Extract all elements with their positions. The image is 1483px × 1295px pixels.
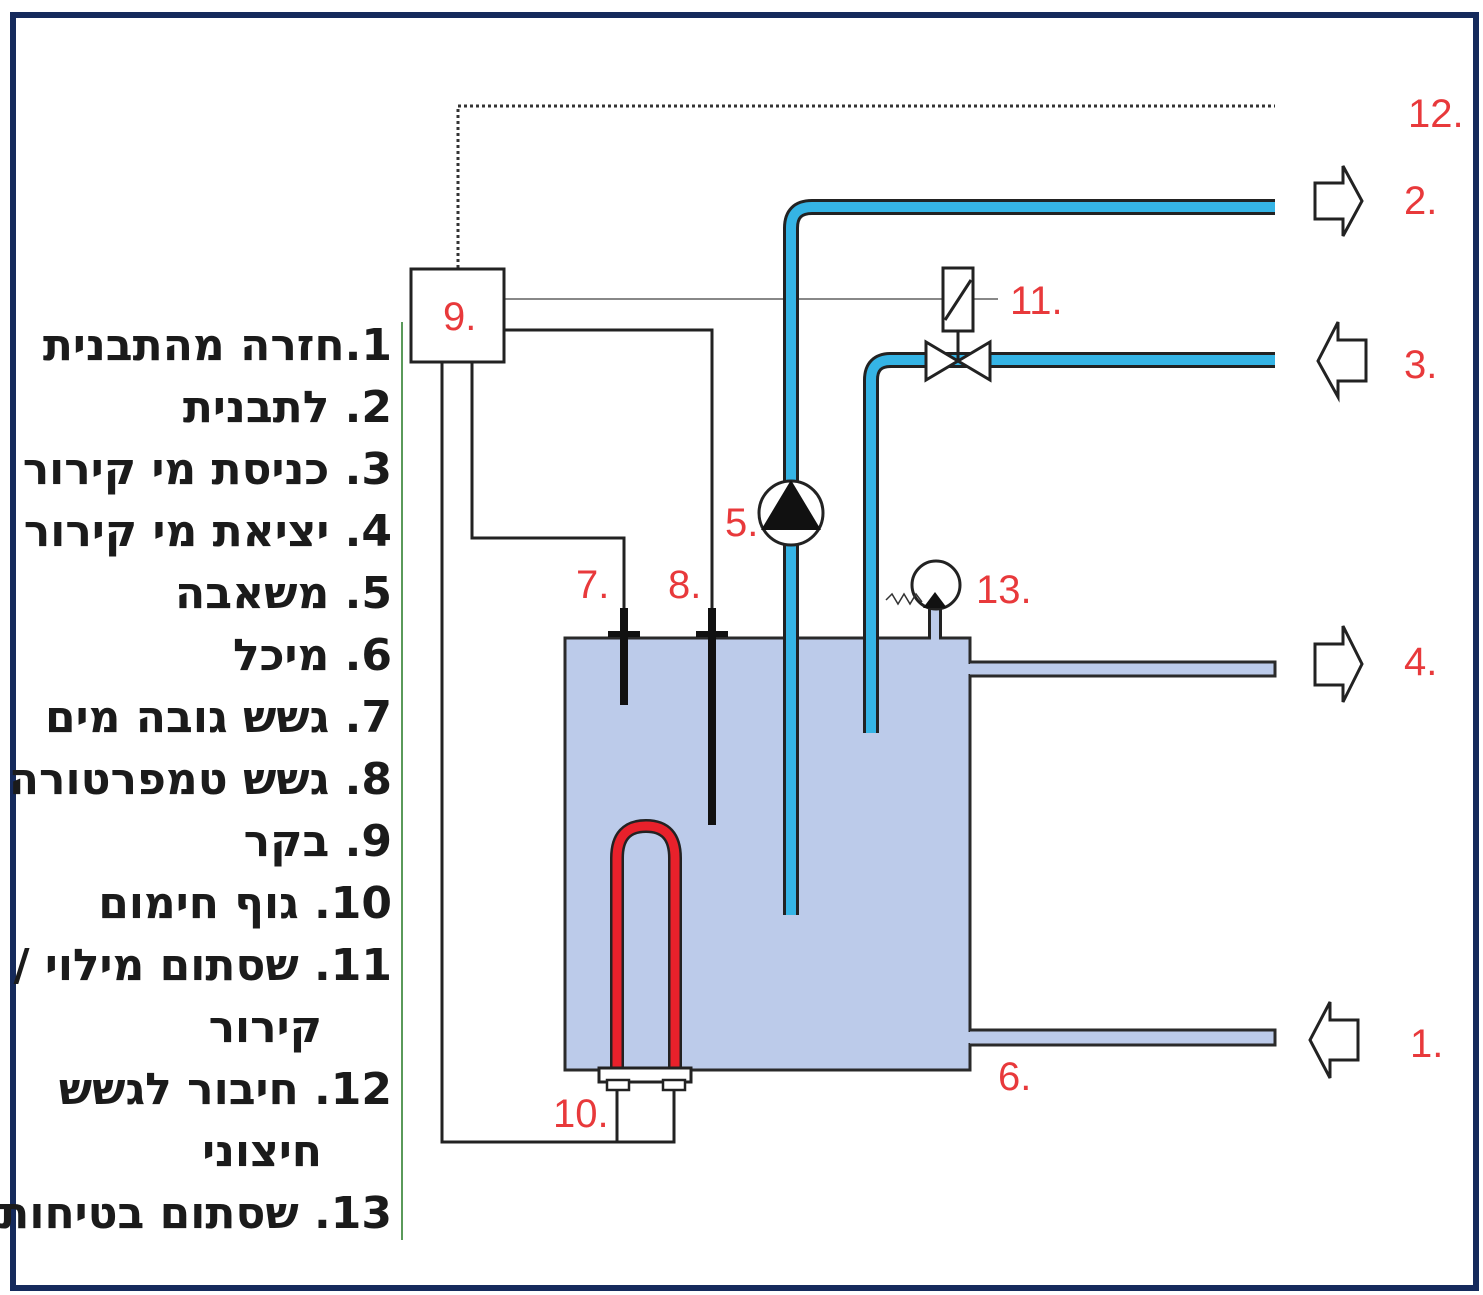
controller-wire-level — [470, 362, 626, 608]
legend-item-9: 9. בקר — [244, 816, 392, 867]
legend-item-3: 3. כניסת מי קירור — [23, 444, 392, 495]
tank — [563, 636, 972, 1072]
valve-body-icon — [924, 339, 992, 383]
legend-item-5: 5. משאבה — [175, 568, 392, 619]
label-7: 7. — [576, 563, 609, 607]
frame-border — [10, 12, 1479, 1291]
label-5: 5. — [725, 501, 758, 545]
external-sensor-line — [456, 104, 1275, 268]
label-3: 3. — [1404, 343, 1437, 387]
solenoid-slash — [943, 279, 973, 321]
label-13: 13. — [976, 568, 1032, 612]
legend-item-13: 13. שסתום בטיחות — [0, 1188, 392, 1239]
heater-element-fill — [612, 821, 680, 1072]
controller-wire-temp — [504, 328, 714, 608]
label-11: 11. — [1010, 279, 1063, 323]
return-pipe-1 — [970, 1028, 1277, 1047]
heater-flange — [597, 1066, 693, 1084]
inlet-pipe-3-fill — [866, 355, 1275, 733]
heater-terminal-right — [661, 1078, 687, 1092]
legend-item-12-cont: חיצוני — [202, 1126, 322, 1177]
label-9: 9. — [443, 295, 476, 339]
label-4: 4. — [1404, 640, 1437, 684]
legend-item-1: 1.חזרה מהתבנית — [43, 320, 392, 371]
label-12: 12. — [1408, 92, 1464, 136]
legend-item-2: 2. לתבנית — [183, 382, 392, 433]
supply-pipe-2-fill — [786, 202, 1275, 915]
legend-item-8: 8. גשש טמפרטורה — [9, 754, 392, 805]
safety-valve-spring-icon — [885, 592, 923, 606]
arrow-out-2-icon — [1313, 165, 1364, 237]
legend-item-4: 4. יציאת מי קירור — [24, 506, 392, 557]
safety-valve-arrow-icon — [923, 592, 947, 608]
controller-wire-heater — [440, 362, 676, 1144]
legend-item-6: 6. מיכל — [233, 630, 392, 681]
legend-item-7: 7. גשש גובה מים — [45, 692, 392, 743]
safety-valve-gauge-icon — [910, 559, 962, 611]
arrow-in-1-icon — [1308, 1001, 1360, 1079]
legend-item-12: 12. חיבור לגשש — [59, 1064, 392, 1115]
label-10: 10. — [553, 1092, 609, 1136]
label-6: 6. — [998, 1055, 1031, 1099]
label-8: 8. — [668, 563, 701, 607]
legend: 1.חזרה מהתבנית 2. לתבנית 3. כניסת מי קיר… — [0, 320, 392, 1239]
arrow-in-3-icon — [1316, 321, 1368, 403]
legend-item-11: 11. שסתום מילוי / — [13, 940, 392, 991]
legend-item-10: 10. גוף חימום — [98, 878, 392, 929]
arrow-out-4-icon — [1313, 625, 1364, 703]
outlet-pipe-4 — [970, 660, 1277, 678]
heater-terminal-left — [605, 1078, 631, 1092]
pump-arrow-icon — [761, 480, 821, 530]
controller-box — [409, 267, 506, 364]
label-2: 2. — [1404, 179, 1437, 223]
label-1: 1. — [1410, 1022, 1443, 1066]
legend-item-11-cont: קירור — [209, 1002, 322, 1053]
